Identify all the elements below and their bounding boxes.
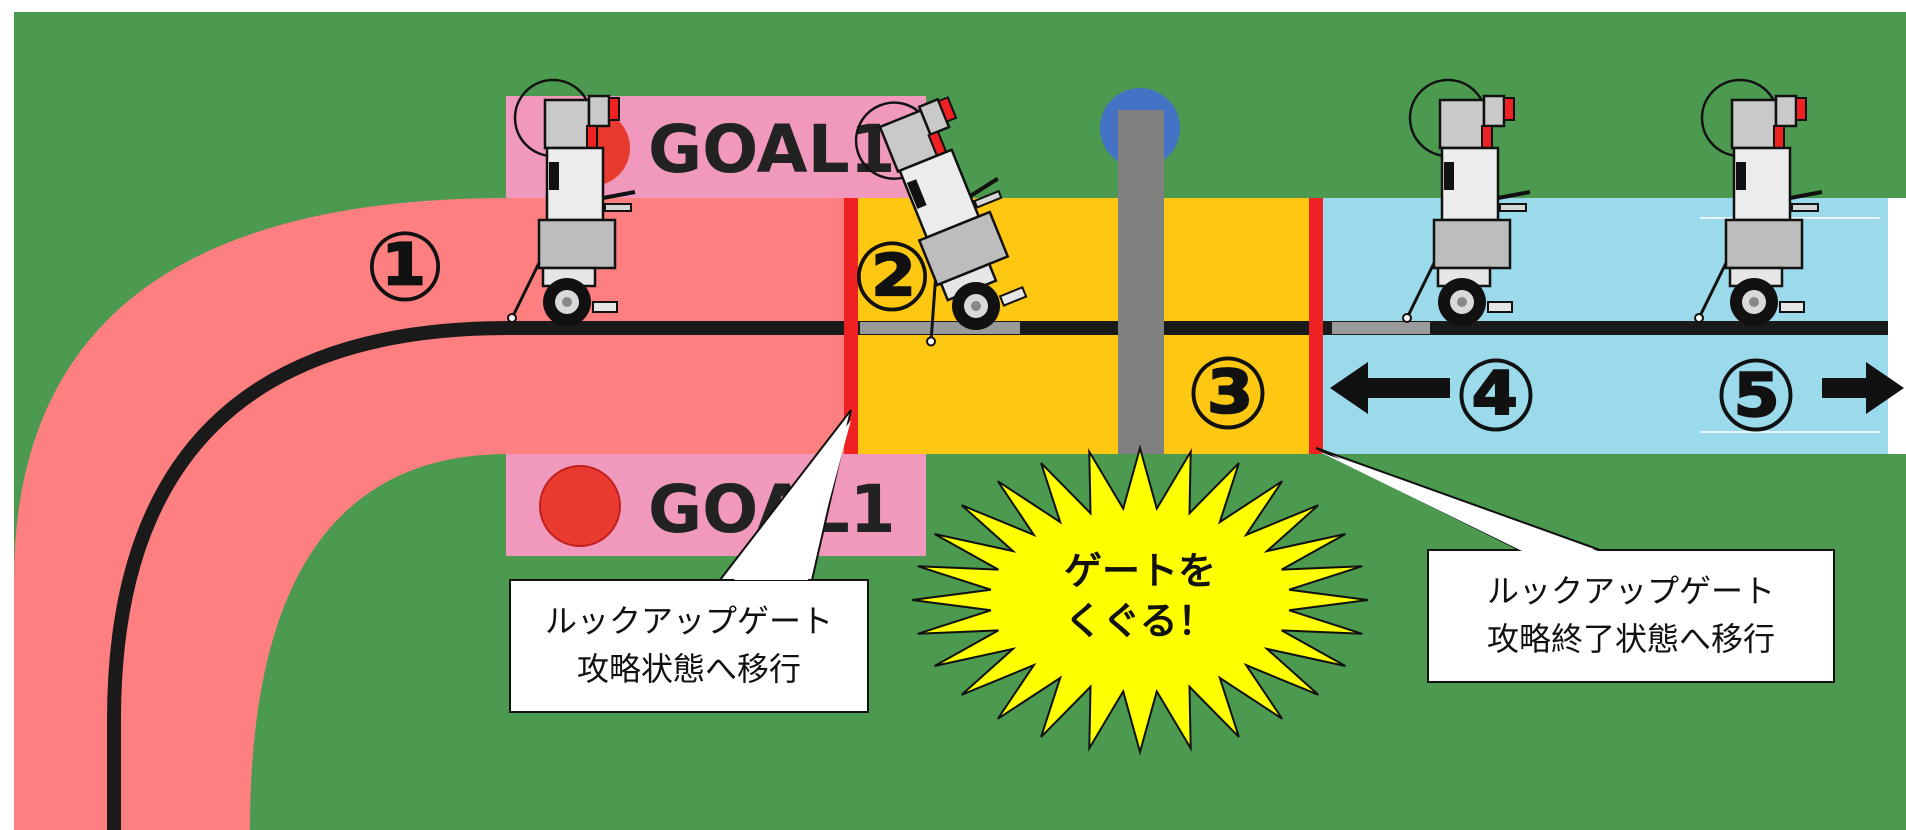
callout-right-box <box>1427 549 1835 683</box>
starburst-line2: くぐる！ <box>1064 599 1215 643</box>
step-label-2: ② <box>851 221 932 333</box>
callout-left-line1: ルックアップゲート <box>545 602 833 640</box>
red-zone-curve <box>14 198 508 830</box>
callout-left-line2: 攻略状態へ移行 <box>577 650 801 688</box>
lookup-gate-bar <box>1118 110 1164 454</box>
starburst-shape <box>911 444 1369 756</box>
callout-right-line1: ルックアップゲート <box>1487 572 1775 610</box>
step-label-3: ③ <box>1186 335 1271 452</box>
arrow-left-icon <box>1330 362 1450 414</box>
callout-right-line2: 攻略終了状態へ移行 <box>1487 620 1775 658</box>
callout-right-joint <box>1320 452 1598 551</box>
step-label-1: ① <box>364 211 445 323</box>
line-trace <box>107 321 1888 830</box>
callout-left-joint <box>734 420 851 580</box>
callout-left-box <box>509 579 869 713</box>
goal-dot-bottom <box>539 465 621 547</box>
starburst-line1: ゲートを <box>1064 549 1216 593</box>
goal-label-top: GOAL1 <box>648 111 896 188</box>
arrow-right-icon <box>1822 362 1904 414</box>
step-label-5: ⑤ <box>1714 337 1799 454</box>
step-label-4: ④ <box>1454 337 1539 454</box>
field-right-edge <box>1888 198 1906 454</box>
